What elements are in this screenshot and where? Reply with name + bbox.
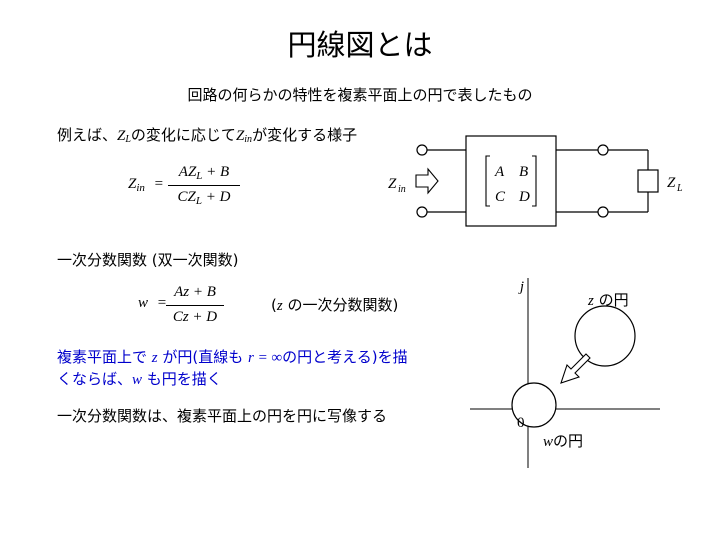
zl-label: Z bbox=[667, 175, 676, 191]
page-title: 円線図とは bbox=[287, 28, 433, 62]
section-heading: 一次分数関数 (双一次関数) bbox=[57, 251, 239, 269]
w-circle bbox=[511, 382, 557, 428]
blue-text-line1: 複素平面上で z が円(直線も r = ∞の円と考える)を描 bbox=[57, 348, 408, 366]
z-circle bbox=[574, 305, 636, 367]
zl-subscript: L bbox=[125, 134, 131, 145]
example-text: 例えば、ZLの変化に応じてZinが変化する様子 bbox=[57, 124, 357, 145]
zl-label-sub: L bbox=[676, 183, 683, 194]
equation-w: w = bbox=[138, 295, 172, 312]
eq1-fraction-bar bbox=[168, 185, 240, 186]
two-port-box bbox=[465, 135, 557, 227]
eq1-equals: = bbox=[154, 176, 164, 192]
example-prefix: 例えば、 bbox=[57, 126, 118, 144]
input-terminal-bottom bbox=[416, 206, 428, 218]
eq1-lhs-sub: in bbox=[136, 182, 145, 194]
eq2-equals: = bbox=[157, 295, 167, 311]
equation-zin: Zin = bbox=[128, 176, 169, 194]
zin-subscript: in bbox=[244, 134, 253, 145]
w-circle-label: wの円 bbox=[543, 432, 584, 450]
zin-label-sub: in bbox=[398, 184, 406, 195]
matrix-bracket-left bbox=[485, 155, 490, 207]
matrix-d: D bbox=[518, 189, 530, 205]
eq2-numerator: Az + B bbox=[174, 284, 216, 300]
input-terminal-top bbox=[416, 144, 428, 156]
eq2-lhs: w bbox=[138, 295, 149, 311]
eq1-denominator: CZL + D bbox=[177, 189, 231, 207]
matrix-b: B bbox=[519, 164, 528, 180]
eq2-fraction-bar bbox=[166, 305, 224, 306]
input-arrow-icon bbox=[415, 167, 439, 195]
complex-plane: j 0 bbox=[470, 278, 660, 468]
j-label: j bbox=[518, 279, 524, 295]
matrix-bracket-right bbox=[532, 155, 537, 207]
output-terminal-bottom bbox=[597, 206, 609, 218]
zl-symbol: Z bbox=[117, 128, 126, 144]
zin-label: Z bbox=[388, 176, 397, 192]
matrix-a: A bbox=[494, 164, 505, 180]
blue-text-line2: くならば、w も円を描く bbox=[57, 370, 222, 388]
output-terminal-top bbox=[597, 144, 609, 156]
zin-symbol: Z bbox=[235, 128, 245, 144]
origin-label: 0 bbox=[517, 415, 525, 431]
eq2-denominator: Cz + D bbox=[172, 309, 218, 325]
example-suffix: が変化する様子 bbox=[252, 126, 358, 144]
subtitle: 回路の何らかの特性を複素平面上の円で表したもの bbox=[187, 86, 533, 104]
example-mid: の変化に応じて bbox=[130, 126, 236, 144]
eq1-lhs: Z bbox=[128, 176, 137, 192]
z-circle-label: z の円 bbox=[588, 291, 629, 309]
equation2-note: (z の一次分数関数) bbox=[271, 296, 399, 314]
mapping-arrow-icon bbox=[560, 353, 591, 384]
matrix-c: C bbox=[495, 189, 506, 205]
conclusion-text: 一次分数関数は、複素平面上の円を円に写像する bbox=[57, 407, 388, 425]
eq1-numerator: AZL + B bbox=[178, 164, 230, 182]
load-impedance bbox=[637, 169, 659, 193]
two-port-circuit: A B C D Z in Z L bbox=[388, 135, 683, 227]
